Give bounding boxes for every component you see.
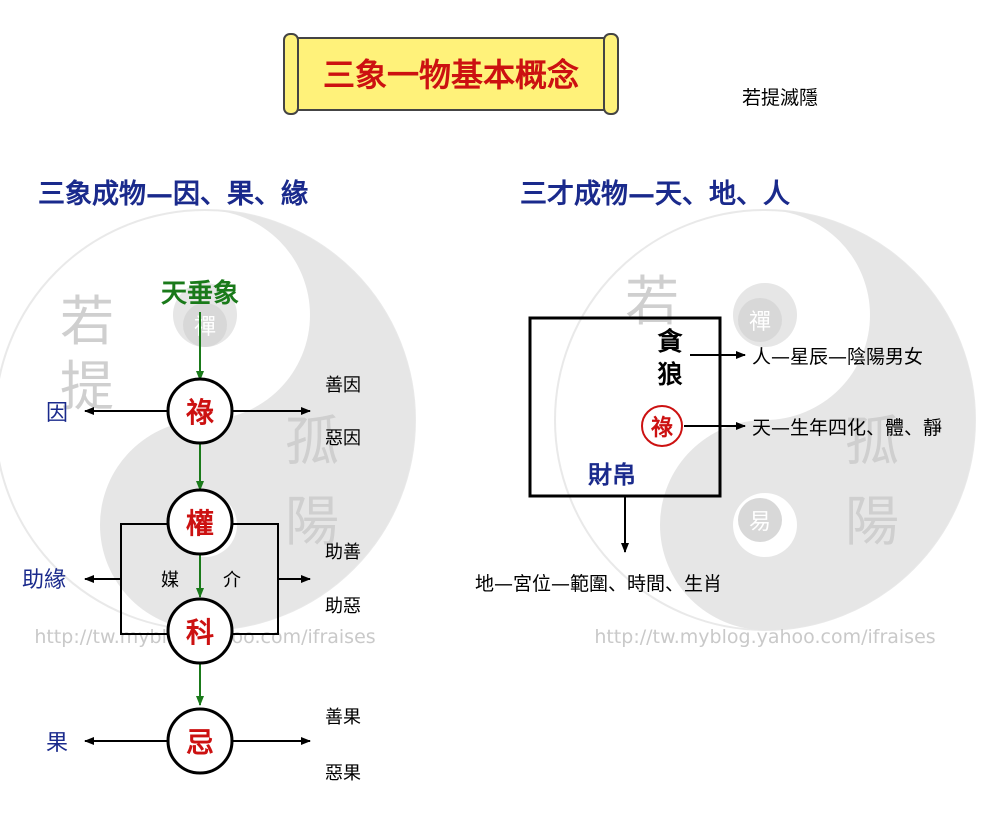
node-label: 科 [186, 616, 214, 649]
label-shanguo: 善果 [325, 707, 361, 728]
watermark-char: 陽 [845, 490, 899, 553]
right-heading: 三才成物—天、地、人 [520, 179, 790, 210]
arrow-di-label: 地—宮位—範圍、時間、生肖 [475, 573, 722, 595]
title-scroll: 三象一物基本概念 [283, 33, 619, 115]
node-label: 忌 [186, 726, 214, 759]
label-eyin: 惡因 [325, 428, 361, 449]
node-label: 權 [186, 507, 214, 540]
arrow-ren-label: 人—星辰—陰陽男女 [752, 346, 923, 368]
lu-seal [641, 405, 683, 447]
watermark-char: 孤 [845, 410, 899, 473]
side-label-zhuyuan: 助緣 [22, 568, 66, 593]
watermark-char: 若 [625, 270, 679, 333]
node-label: 祿 [185, 396, 214, 429]
watermark-seal-char: 禪 [749, 310, 771, 335]
lu-seal-label: 祿 [650, 415, 673, 441]
stars-label-2: 狼 [657, 360, 682, 389]
side-label-guo: 果 [46, 731, 68, 756]
arrow-tian-label: 天—生年四化、體、靜 [752, 417, 942, 439]
between-right-label: 介 [223, 570, 241, 591]
watermark-glyphs: 若 提 孤 陽 若 孤 陽 [60, 270, 899, 553]
label-shanyin: 善因 [325, 375, 361, 396]
label-eguo: 惡果 [325, 763, 361, 784]
watermark-char: 孤 [285, 410, 339, 473]
right-side-labels: 善因 惡因 助善 助惡 善果 惡果 [325, 375, 361, 784]
side-label-yin: 因 [46, 401, 68, 426]
watermark-char: 若 [60, 290, 114, 353]
node-lu: 祿 [166, 377, 234, 445]
label-zhue: 助惡 [325, 596, 361, 617]
source-label: 天垂象 [161, 278, 239, 309]
stars-label-1: 貪 [657, 327, 683, 356]
watermark-char: 提 [60, 355, 114, 418]
watermark-seal-char: 禪 [194, 315, 216, 340]
caifu-label: 財帛 [588, 461, 636, 489]
between-left-label: 媒 [161, 570, 179, 591]
author-credit: 若提滅隱 [742, 87, 818, 109]
label-zhushan: 助善 [325, 542, 361, 563]
node-ke: 科 [166, 597, 234, 665]
watermark-seal-char: 易 [749, 510, 771, 535]
node-ji: 忌 [166, 707, 234, 775]
watermark-url-right: http://tw.myblog.yahoo.com/ifraises [594, 626, 935, 648]
watermark-char: 陽 [285, 490, 339, 553]
title-banner-text: 三象一物基本概念 [323, 56, 579, 94]
side-arrows [84, 407, 311, 745]
right-arrows [621, 351, 746, 553]
node-quan: 權 [166, 488, 234, 556]
left-heading: 三象成物—因、果、緣 [38, 178, 308, 210]
